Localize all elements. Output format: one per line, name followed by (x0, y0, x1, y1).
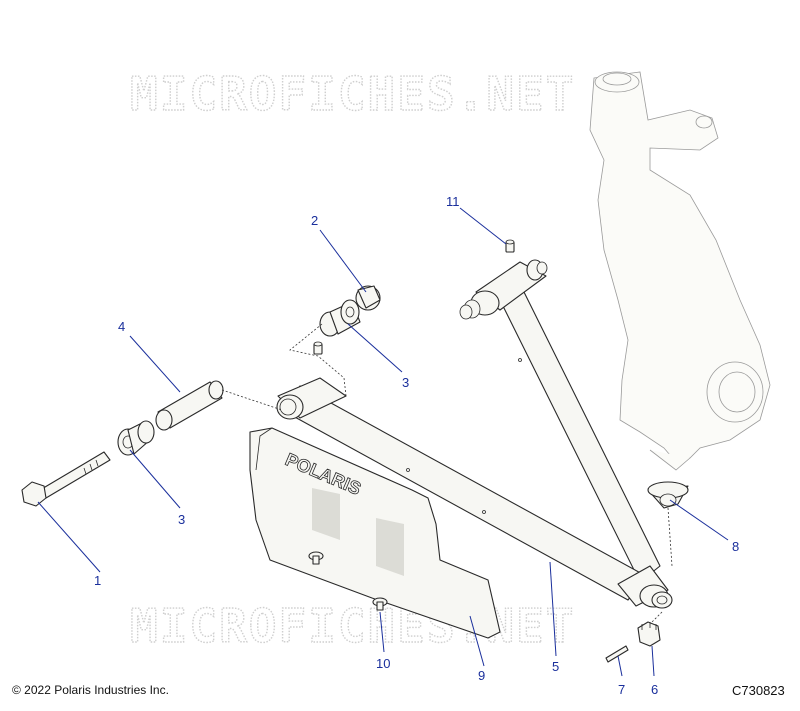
callout-4: 4 (118, 319, 125, 334)
callout-3-lower: 3 (178, 512, 185, 527)
assembly-lines (221, 323, 673, 623)
steering-knuckle (589, 71, 771, 471)
bushing-3-lower (117, 420, 155, 456)
watermark-top: MICROFICHES.NET (130, 67, 575, 121)
sleeve-4 (155, 380, 224, 431)
leader-lines (37, 207, 729, 677)
callout-2: 2 (311, 213, 318, 228)
bolt-1 (21, 451, 111, 507)
callout-7: 7 (618, 682, 625, 697)
callout-1: 1 (94, 573, 101, 588)
cotter-pin-7 (605, 645, 629, 663)
watermark-bottom: MICROFICHES.NET (130, 599, 575, 653)
bushing-3-upper (319, 299, 361, 337)
screw-10-second (308, 551, 324, 565)
callout-6: 6 (651, 682, 658, 697)
callout-9: 9 (478, 668, 485, 683)
callouts: 1 2 3 3 4 5 6 7 8 9 10 11 (94, 194, 739, 697)
callout-8: 8 (732, 539, 739, 554)
washer-2 (355, 285, 381, 311)
callout-11: 11 (446, 194, 460, 209)
copyright-notice: © 2022 Polaris Industries Inc. (12, 683, 169, 697)
callout-3-upper: 3 (402, 375, 409, 390)
a-arm (276, 259, 673, 609)
grease-fitting-11 (505, 239, 515, 253)
diagram-id: C730823 (732, 683, 785, 698)
screw-10 (372, 597, 388, 611)
boot-8 (647, 481, 689, 509)
grease-fitting-small (313, 341, 323, 355)
callout-5: 5 (552, 659, 559, 674)
castle-nut-6 (637, 621, 661, 647)
callout-10: 10 (376, 656, 390, 671)
